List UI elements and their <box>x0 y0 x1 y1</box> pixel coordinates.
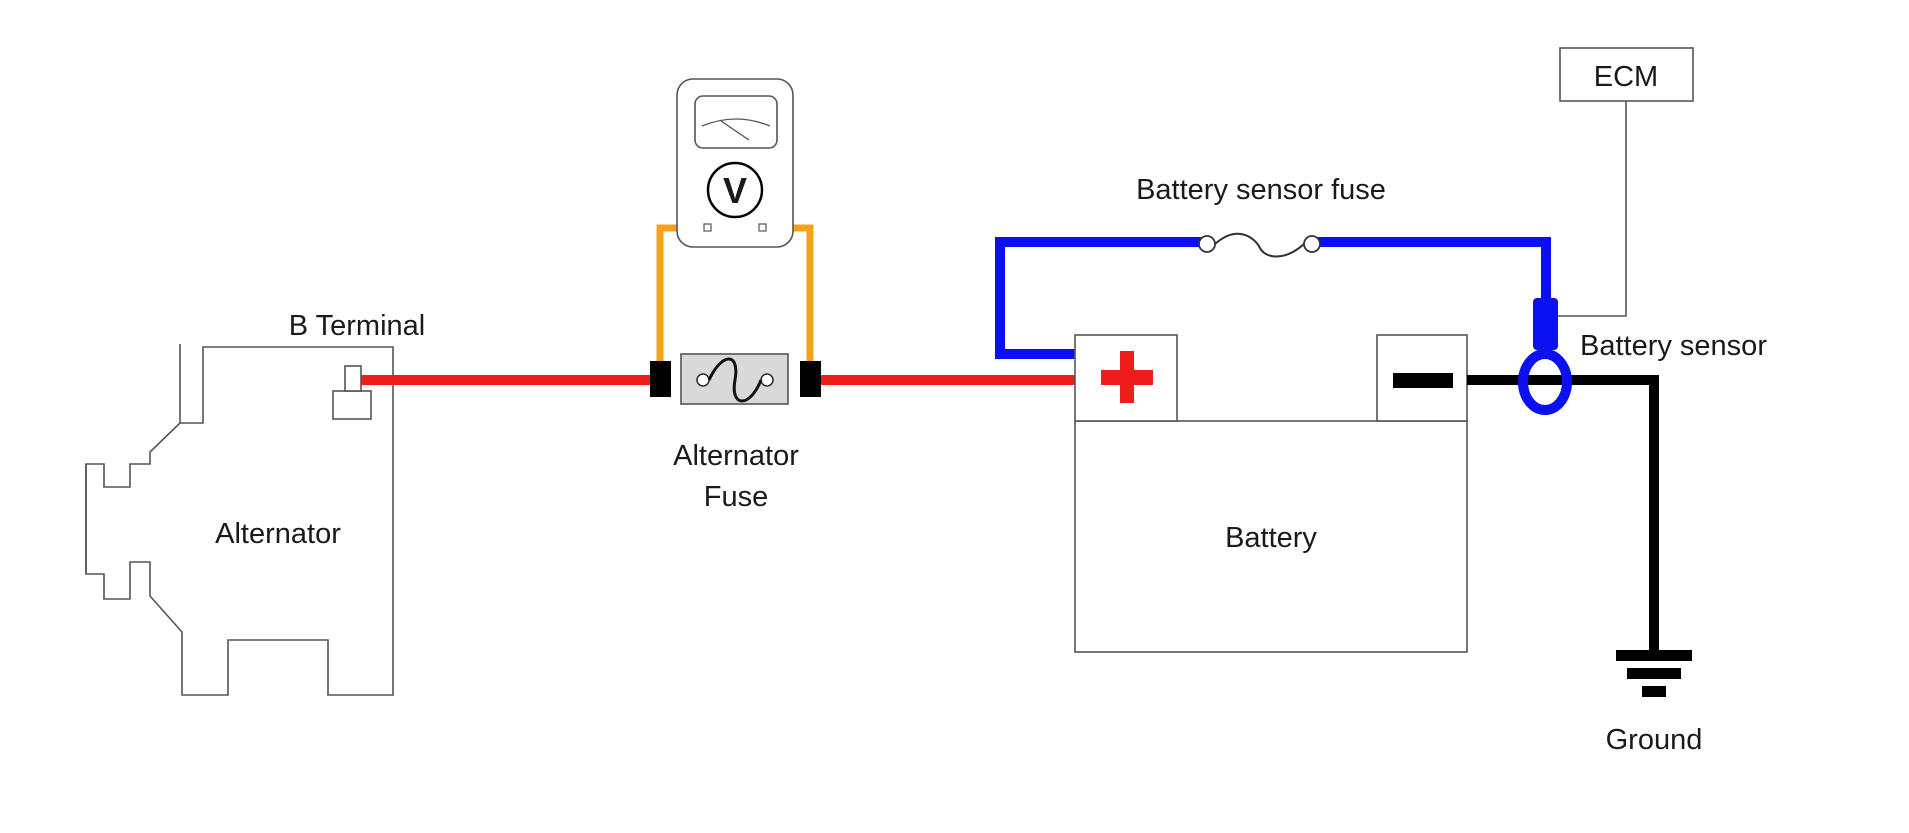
voltmeter-gauge-arc <box>701 118 771 127</box>
voltmeter-jack-left <box>703 223 712 232</box>
alternator-fuse-element <box>707 357 763 403</box>
ecm: ECM <box>1558 47 1694 317</box>
b-terminal-base <box>332 390 372 420</box>
ecm-label: ECM <box>1594 61 1658 93</box>
battery-sensor-fuse-label: Battery sensor fuse <box>1136 174 1386 206</box>
b-terminal: B Terminal <box>289 310 425 420</box>
alternator-fuse-clamp-right <box>800 361 821 397</box>
plus-sign-icon <box>1101 351 1153 403</box>
meter-leads <box>656 224 814 372</box>
battery-sensor: Battery sensor <box>1518 298 1767 415</box>
battery-sensor-wire <box>995 237 1551 359</box>
sensor-fuse-contact-left <box>1198 235 1216 253</box>
battery-sensor-fuse: Battery sensor fuse <box>1136 174 1386 258</box>
battery-sensor-body <box>1533 298 1558 350</box>
alternator: Alternator <box>85 344 394 696</box>
ground-label: Ground <box>1606 724 1703 756</box>
battery-sensor-wire-sensor-side <box>1318 237 1551 300</box>
voltmeter-needle <box>720 120 750 141</box>
b-terminal-label: B Terminal <box>289 310 425 342</box>
battery-sensor-label: Battery sensor <box>1580 330 1767 362</box>
voltmeter-symbol: V <box>723 170 747 211</box>
alternator-fuse-clamp-left <box>650 361 671 397</box>
battery-label: Battery <box>1225 522 1317 554</box>
battery-sensor-wire-positive-side <box>995 237 1201 359</box>
alternator-fuse-label-line2: Fuse <box>704 481 768 513</box>
sensor-fuse-element <box>1214 232 1305 258</box>
voltmeter-dial <box>706 161 764 219</box>
fuse-icon <box>680 353 789 405</box>
alternator-fuse-contact-left <box>696 373 710 387</box>
voltmeter-jack-right <box>758 223 767 232</box>
sensor-fuse-contact-right <box>1303 235 1321 253</box>
b-terminal-stud <box>344 365 362 392</box>
minus-sign-icon <box>1393 373 1453 388</box>
ground-cable-line <box>1467 375 1659 650</box>
battery: Battery <box>1074 334 1468 653</box>
voltmeter-icon: V <box>676 78 794 248</box>
alternator-outline <box>85 344 394 696</box>
alternator-fuse: Alternator Fuse <box>650 353 821 513</box>
meter-lead-right <box>762 224 814 372</box>
ground-symbol-icon <box>1616 650 1692 697</box>
fuse-icon <box>1198 232 1321 258</box>
ecm-signal-wire <box>1558 101 1627 317</box>
ground-cable <box>1467 375 1659 650</box>
voltmeter-gauge <box>694 95 778 149</box>
alternator-label: Alternator <box>215 518 341 550</box>
battery-sensor-ring <box>1518 349 1572 415</box>
meter-lead-left <box>656 224 707 372</box>
alternator-fuse-contact-right <box>760 373 774 387</box>
battery-positive-post <box>1074 334 1178 422</box>
battery-body <box>1074 420 1468 653</box>
alternator-fuse-label-line1: Alternator <box>673 440 799 472</box>
